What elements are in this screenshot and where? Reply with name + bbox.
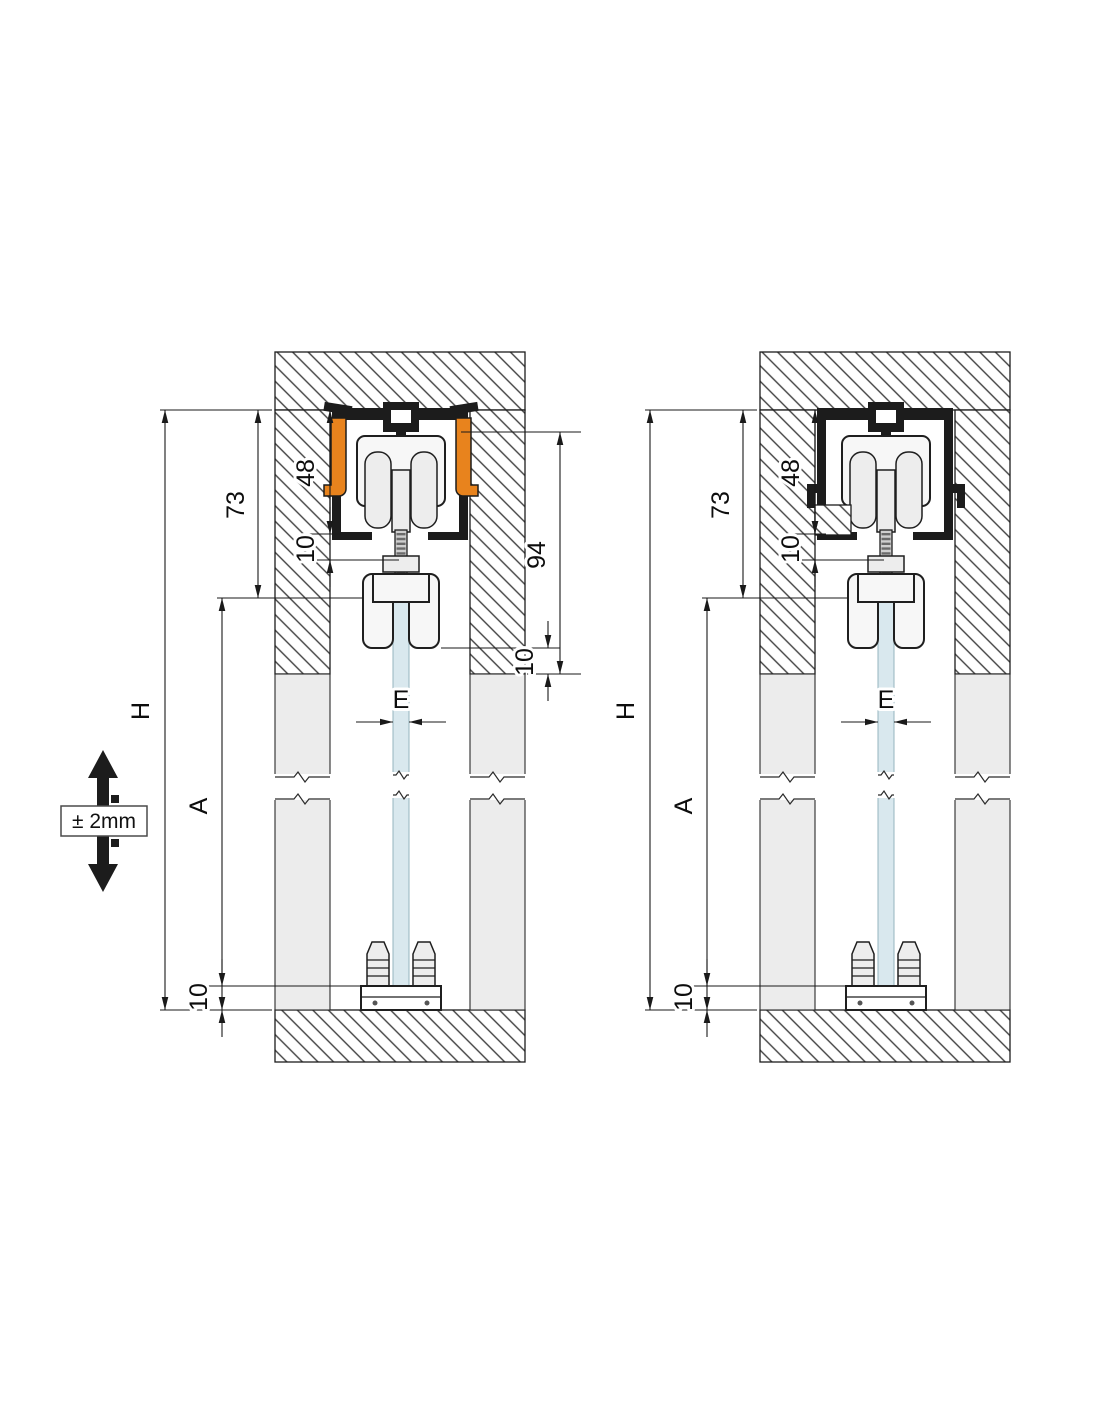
dim-soffit-gap-left: 10	[441, 621, 560, 701]
dim-label-H-right: H	[612, 702, 640, 720]
arrow-down-icon	[88, 836, 118, 892]
dim-hanger-gap-right: 10	[774, 507, 884, 587]
dim-panel-height-right: A	[667, 597, 848, 1010]
dim-overall-height-right: H	[609, 409, 757, 1011]
adjust-notch-top	[111, 795, 119, 803]
mounting-clip-left	[323, 417, 347, 497]
dim-label-10-soffit-left: 10	[511, 648, 539, 676]
tolerance-symbol: ± 2mm	[60, 750, 148, 892]
dim-label-48-left: 48	[292, 459, 320, 487]
clip-tab-right	[951, 484, 965, 508]
dim-label-94-left: 94	[523, 541, 551, 569]
adjust-notch-bottom	[111, 839, 119, 847]
dim-label-H-left: H	[127, 702, 155, 720]
dim-hanger-gap-left: 10	[289, 507, 399, 587]
dim-label-73-left: 73	[222, 491, 250, 519]
dim-overall-height-left: H	[124, 409, 272, 1011]
dim-glass-thickness-right: E	[841, 683, 931, 726]
dim-system-height-right: 73	[704, 410, 747, 598]
tolerance-box	[60, 805, 148, 837]
dim-label-A-left: A	[185, 797, 213, 814]
dim-label-10-floor-left: 10	[185, 983, 213, 1011]
dim-glass-thickness-left: E	[356, 683, 446, 726]
arrow-up-icon	[88, 750, 118, 806]
dim-label-73-right: 73	[707, 491, 735, 519]
dim-label-48-right: 48	[777, 459, 805, 487]
soffit-spacer-block	[814, 504, 852, 536]
left-view-mounting-clips	[323, 401, 479, 497]
dim-label-10-hanger-left: 10	[292, 535, 320, 563]
dim-label-E-right: E	[878, 686, 895, 714]
dim-label-10-hanger-right: 10	[777, 535, 805, 563]
dim-floor-gap-left: 10	[182, 959, 393, 1037]
dim-label-E-left: E	[393, 686, 410, 714]
tolerance-label: ± 2mm	[72, 810, 136, 833]
dim-panel-height-left: A	[182, 597, 363, 1010]
spring-clip-mark-right	[449, 401, 479, 416]
dim-system-height-left: 73	[219, 410, 262, 598]
dim-floor-gap-right: 10	[667, 959, 878, 1037]
dim-label-10-floor-right: 10	[670, 983, 698, 1011]
dim-label-A-right: A	[670, 797, 698, 814]
dim-headroom-left: 94	[461, 431, 581, 675]
dim-track-height-right: 48	[774, 410, 826, 535]
mounting-clip-right	[455, 417, 479, 497]
